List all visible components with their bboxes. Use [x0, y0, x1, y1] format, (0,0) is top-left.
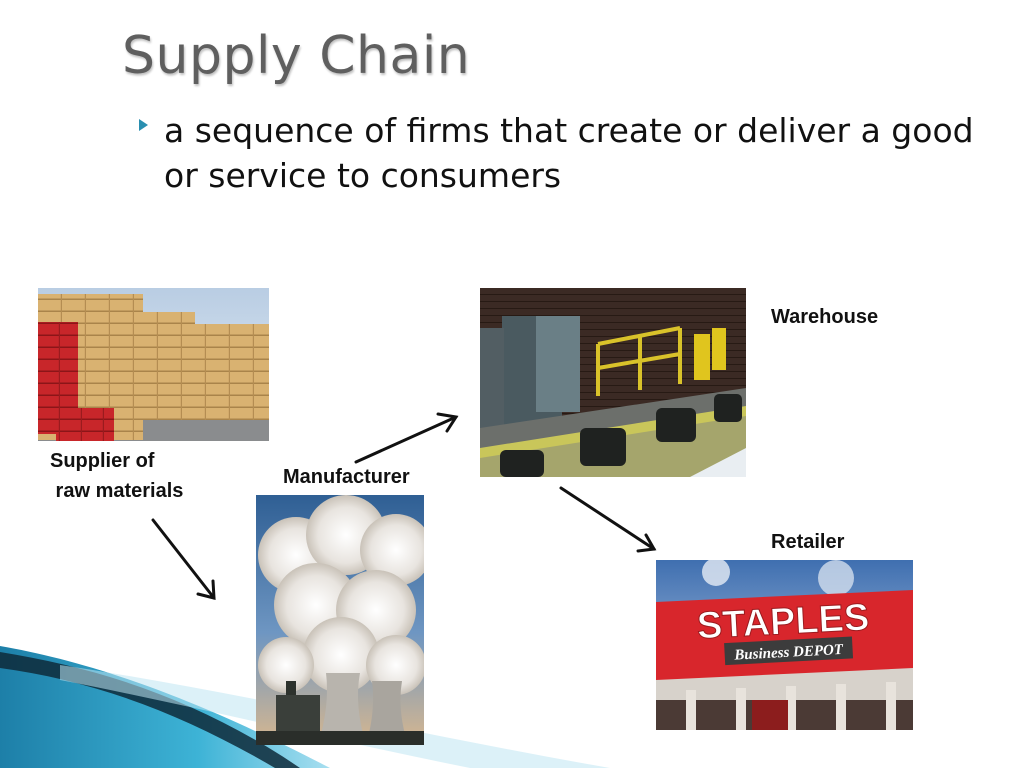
lumber-photo	[38, 288, 269, 441]
retailer-label: Retailer	[771, 531, 845, 553]
warehouse-photo	[480, 288, 746, 477]
warehouse-label: Warehouse	[771, 306, 879, 328]
store-sub-text: Business DEPOT	[733, 642, 844, 664]
triangle-bullet-icon	[139, 119, 148, 131]
arrow-icon	[151, 518, 216, 600]
arrow-icon	[559, 486, 657, 553]
slide-title: Supply Chain	[122, 26, 471, 86]
retail-store-photo: STAPLES Business DEPOT	[656, 560, 913, 730]
supplier-label: Supplier of raw materials	[50, 450, 184, 502]
bullet-text: a sequence of firms that create or deliv…	[164, 111, 974, 195]
power-plant-photo	[256, 495, 424, 745]
arrow-icon	[354, 412, 459, 464]
manufacturer-label: Manufacturer	[283, 466, 410, 488]
